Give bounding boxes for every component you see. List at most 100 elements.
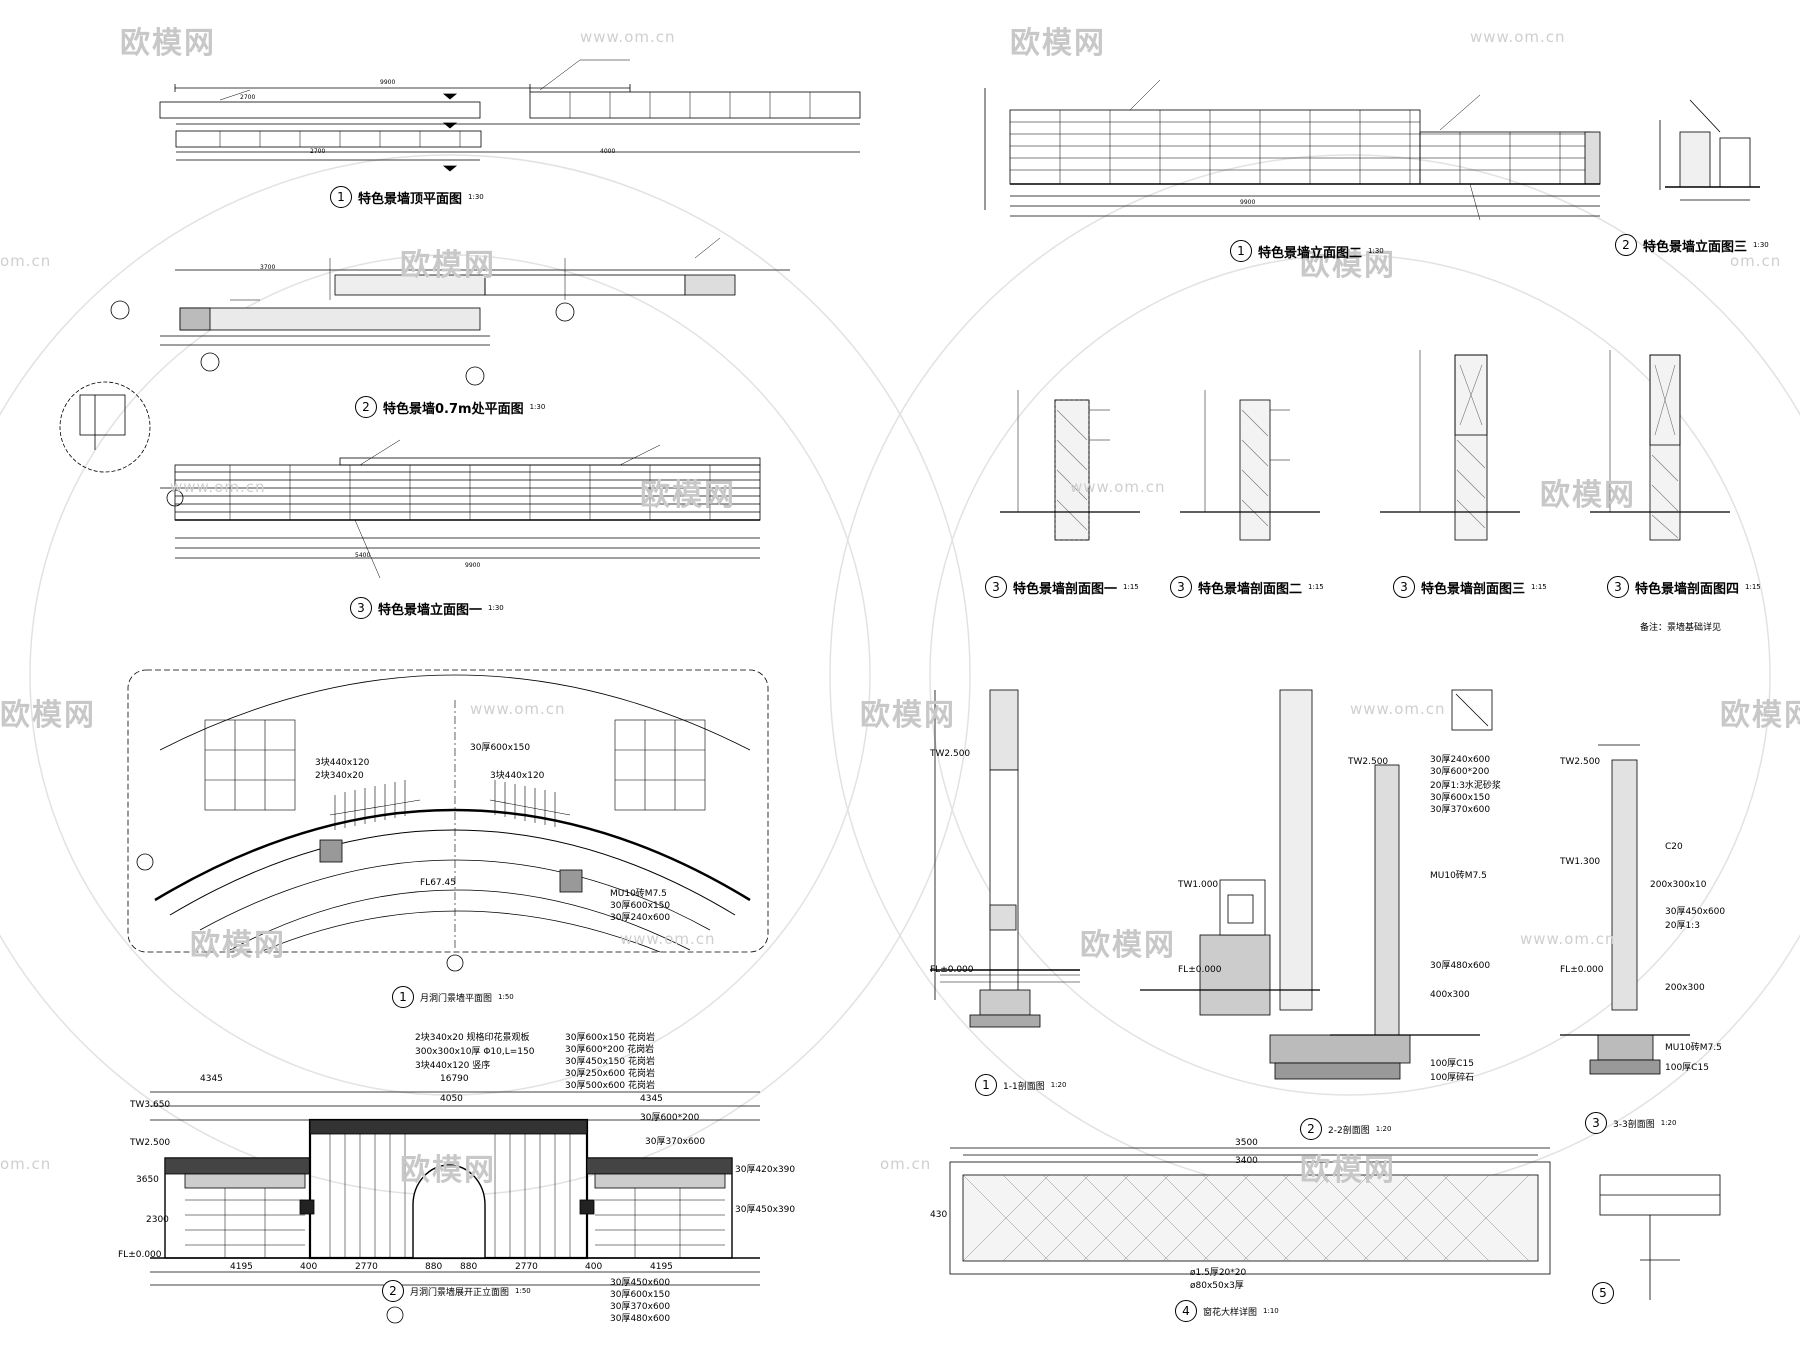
drawing-scale: 1:50 xyxy=(498,993,514,1001)
watermark-url: om.cn xyxy=(880,1155,932,1173)
note-text: 30厚600x150 xyxy=(1430,793,1491,803)
drawing-number: 1 xyxy=(392,986,414,1008)
watermark-brand: 欧模网 xyxy=(860,698,956,733)
dim-text: 9900 xyxy=(380,79,396,86)
note-text: 400x300 xyxy=(1430,990,1470,1000)
drawing-title-s3: 3 特色景墙剖面图三 1:15 xyxy=(1393,576,1547,598)
drawing-title-text: 特色景墙剖面图三 xyxy=(1421,581,1526,597)
note-text: 30厚450x150 花岗岩 xyxy=(565,1057,655,1067)
dim-text: 4195 xyxy=(230,1262,253,1272)
watermark-url: www.om.cn xyxy=(1470,28,1566,46)
drawing-title-text: 特色景墙顶平面图 xyxy=(358,191,463,207)
drawing-number: 1 xyxy=(330,186,352,208)
note-text: 30厚480x600 xyxy=(1430,961,1491,971)
note-text: 20厚1:3水泥砂浆 xyxy=(1430,781,1501,791)
note-text: MU10砖M7.5 xyxy=(610,889,667,899)
watermark-url: www.om.cn xyxy=(580,28,676,46)
drawing-title-s2: 3 特色景墙剖面图二 1:15 xyxy=(1170,576,1324,598)
drawing-title-m2: 2 月洞门景墙展开正立面图 1:50 xyxy=(382,1280,531,1302)
dim-text: 4345 xyxy=(640,1094,663,1104)
drawing-number: 3 xyxy=(350,597,372,619)
level-mark: TW2.500 xyxy=(130,1138,171,1148)
drawing-scale: 1:15 xyxy=(1745,583,1761,591)
drawing-title-text: 特色景墙立面图一 xyxy=(378,602,483,618)
watermark-brand: 欧模网 xyxy=(400,248,496,283)
drawing-scale: 1:30 xyxy=(468,193,484,201)
drawing-title-c1: 1 1-1剖面图 1:20 xyxy=(975,1074,1066,1096)
level-mark: TW1.300 xyxy=(1560,857,1601,867)
note-text: 30厚480x600 xyxy=(610,1314,671,1324)
dim-text: 2300 xyxy=(146,1215,169,1225)
section-1-1 xyxy=(930,689,1080,1028)
dim-text: 400 xyxy=(585,1262,603,1272)
section-2-2 xyxy=(1140,689,1493,1137)
note-text: 30厚600*200 xyxy=(1430,767,1490,777)
dim-text: 9900 xyxy=(465,562,481,569)
dim-text: 880 xyxy=(425,1262,443,1272)
watermark-brand: 欧模网 xyxy=(1300,1153,1396,1188)
drawing-title-d4: 1 特色景墙立面图二 1:30 xyxy=(1230,240,1384,262)
dim-text: 2770 xyxy=(355,1262,378,1272)
level-mark: FL±0.000 xyxy=(930,965,974,975)
note-text: 300x300x10厚 Φ10,L=150 xyxy=(415,1047,535,1057)
dim-text: 4050 xyxy=(440,1094,463,1104)
drawing-title-c4: 4 窗花大样详图 1:10 xyxy=(1175,1300,1279,1322)
watermark-url: om.cn xyxy=(1730,252,1782,270)
level-mark: TW2.500 xyxy=(1348,757,1389,767)
drawing-number: 2 xyxy=(355,396,377,418)
watermark-url: www.om.cn xyxy=(1070,478,1166,496)
drawing-title-c2: 2 2-2剖面图 1:20 xyxy=(1300,1118,1391,1140)
drawing-scale: 1:50 xyxy=(515,1287,531,1295)
note-text: 2块340x20 xyxy=(315,771,364,781)
watermark-brand: 欧模网 xyxy=(400,1153,496,1188)
note-text: 30厚500x600 花岗岩 xyxy=(565,1081,655,1091)
note-text: 200x300 xyxy=(1665,983,1705,993)
dim-text: 3500 xyxy=(1235,1138,1258,1148)
drawing-scale: 1:15 xyxy=(1123,583,1139,591)
watermark-brand: 欧模网 xyxy=(120,26,216,61)
drawing-scale: 1:30 xyxy=(1368,247,1384,255)
level-mark: TW3.650 xyxy=(130,1100,171,1110)
dim-text: 5400 xyxy=(355,552,371,559)
note-text: 30厚600x150 xyxy=(610,901,671,911)
watermark-brand: 欧模网 xyxy=(0,698,96,733)
note-text: 30厚240x600 xyxy=(610,913,671,923)
level-mark: TW1.000 xyxy=(1178,880,1219,890)
drawing-title-m1: 1 月洞门景墙平面图 1:50 xyxy=(392,986,514,1008)
watermark-brand: 欧模网 xyxy=(1080,928,1176,963)
note-text: 30厚450x600 xyxy=(1665,907,1726,917)
level-mark: FL±0.000 xyxy=(1560,965,1604,975)
drawing-scale: 1:30 xyxy=(529,403,546,411)
level-mark: TW2.500 xyxy=(1560,757,1601,767)
note-text: 30厚600x150 xyxy=(470,743,531,753)
note-text: ø1.5厚20*20 xyxy=(1190,1268,1247,1278)
drawing-title-c5: 5 xyxy=(1592,1282,1614,1304)
watermark-brand: 欧模网 xyxy=(1300,248,1396,283)
dim-text: 3700 xyxy=(260,264,276,271)
watermark-url: www.om.cn xyxy=(1520,930,1616,948)
drawing-scale: 1:20 xyxy=(1375,1125,1392,1133)
drawing-title-text: 1-1剖面图 xyxy=(1003,1081,1045,1092)
watermark-brand: 欧模网 xyxy=(1540,478,1636,513)
drawing-title-d3: 3 特色景墙立面图一 1:30 xyxy=(350,597,504,619)
drawing-scale: 1:20 xyxy=(1660,1119,1677,1127)
drawing-title-text: 特色景墙立面图三 xyxy=(1643,239,1748,255)
note-text: 2块340x20 规格印花景观板 xyxy=(415,1033,530,1043)
drawing-title-text: 特色景墙立面图二 xyxy=(1258,245,1363,261)
drawing-title-d2: 2 特色景墙0.7m处平面图 1:30 xyxy=(355,396,545,418)
watermark-url: www.om.cn xyxy=(620,930,716,948)
drawing-title-d1: 1 特色景墙顶平面图 1:30 xyxy=(330,186,484,208)
pattern-detail xyxy=(949,1147,1551,1319)
note-text: MU10砖M7.5 xyxy=(1430,871,1487,881)
drawing-title-s1: 3 特色景墙剖面图一 1:15 xyxy=(985,576,1139,598)
drawing-number: 2 xyxy=(382,1280,404,1302)
dim-text: 400 xyxy=(300,1262,318,1272)
note-text: 100厚碎石 xyxy=(1430,1073,1475,1083)
level-mark: FL±0.000 xyxy=(118,1250,162,1260)
drawing-scale: 1:30 xyxy=(1753,241,1769,249)
watermark-url: www.om.cn xyxy=(170,478,266,496)
drawing-title-text: 特色景墙剖面图二 xyxy=(1198,581,1303,597)
dim-text: 9900 xyxy=(1240,199,1256,206)
plan-07-view xyxy=(59,237,790,473)
